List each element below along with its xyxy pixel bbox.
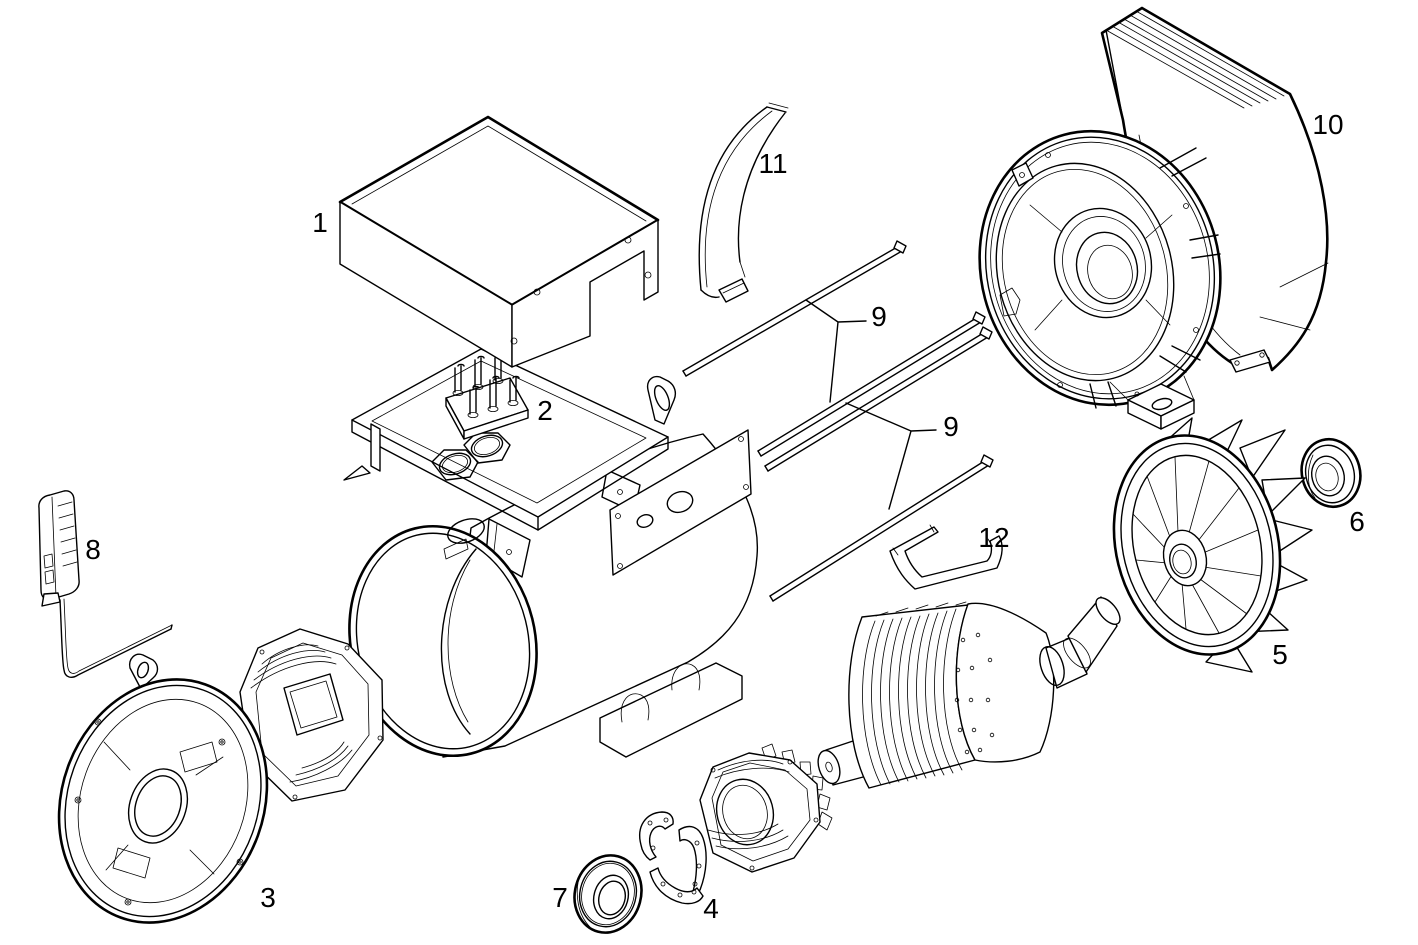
cable-glands — [431, 432, 511, 481]
slinger-band — [698, 102, 789, 303]
terminal-studs — [452, 353, 520, 418]
fan — [1112, 417, 1313, 673]
shield-foot — [1109, 375, 1195, 430]
cover-plate — [889, 524, 1003, 590]
lead-wire — [59, 599, 172, 678]
shaft-end — [817, 749, 841, 785]
terminal-box-cover — [338, 115, 660, 368]
rotor — [817, 596, 1121, 789]
lifting-eye — [646, 375, 677, 425]
stator-housing — [348, 375, 759, 758]
leader-9b — [845, 402, 937, 510]
callout-8: 8 — [85, 534, 101, 565]
callout-9b: 9 — [943, 411, 959, 442]
rod-tip — [893, 240, 907, 254]
callout-6: 6 — [1349, 506, 1365, 537]
stator-winding-small — [699, 743, 833, 873]
bearing-shield-nde — [978, 129, 1222, 430]
callout-9a: 9 — [871, 301, 887, 332]
bearing-6 — [1300, 438, 1362, 508]
callout-3: 3 — [260, 882, 276, 913]
side-plate — [609, 429, 752, 576]
clip-segments — [639, 811, 707, 905]
rotor-laminations — [848, 604, 976, 789]
callout-7: 7 — [552, 882, 568, 913]
fan-spokes — [1132, 456, 1262, 634]
tie-rods — [682, 240, 994, 602]
shaft-end-fan-side — [1095, 597, 1121, 625]
bearing-shield-de — [57, 653, 269, 924]
bearing-bore — [1075, 231, 1139, 305]
terminal-board — [343, 348, 669, 531]
callout-10: 10 — [1312, 109, 1343, 140]
motor-feet — [599, 662, 743, 758]
callout-5: 5 — [1272, 639, 1288, 670]
thermal-protector — [38, 490, 173, 678]
callout-2: 2 — [537, 395, 553, 426]
terminal-block — [445, 353, 529, 440]
leader-9a — [805, 299, 867, 403]
callout-11: 11 — [758, 148, 787, 179]
callout-12: 12 — [978, 522, 1009, 553]
callout-4: 4 — [703, 893, 719, 924]
callouts: 1 2 3 4 5 6 7 8 9 9 10 11 12 — [85, 109, 1365, 924]
callout-1: 1 — [312, 207, 328, 238]
fan-cover — [1100, 6, 1329, 373]
rotor-rivets — [954, 632, 995, 755]
stator-winding — [239, 628, 384, 802]
bearing-7 — [573, 854, 643, 934]
